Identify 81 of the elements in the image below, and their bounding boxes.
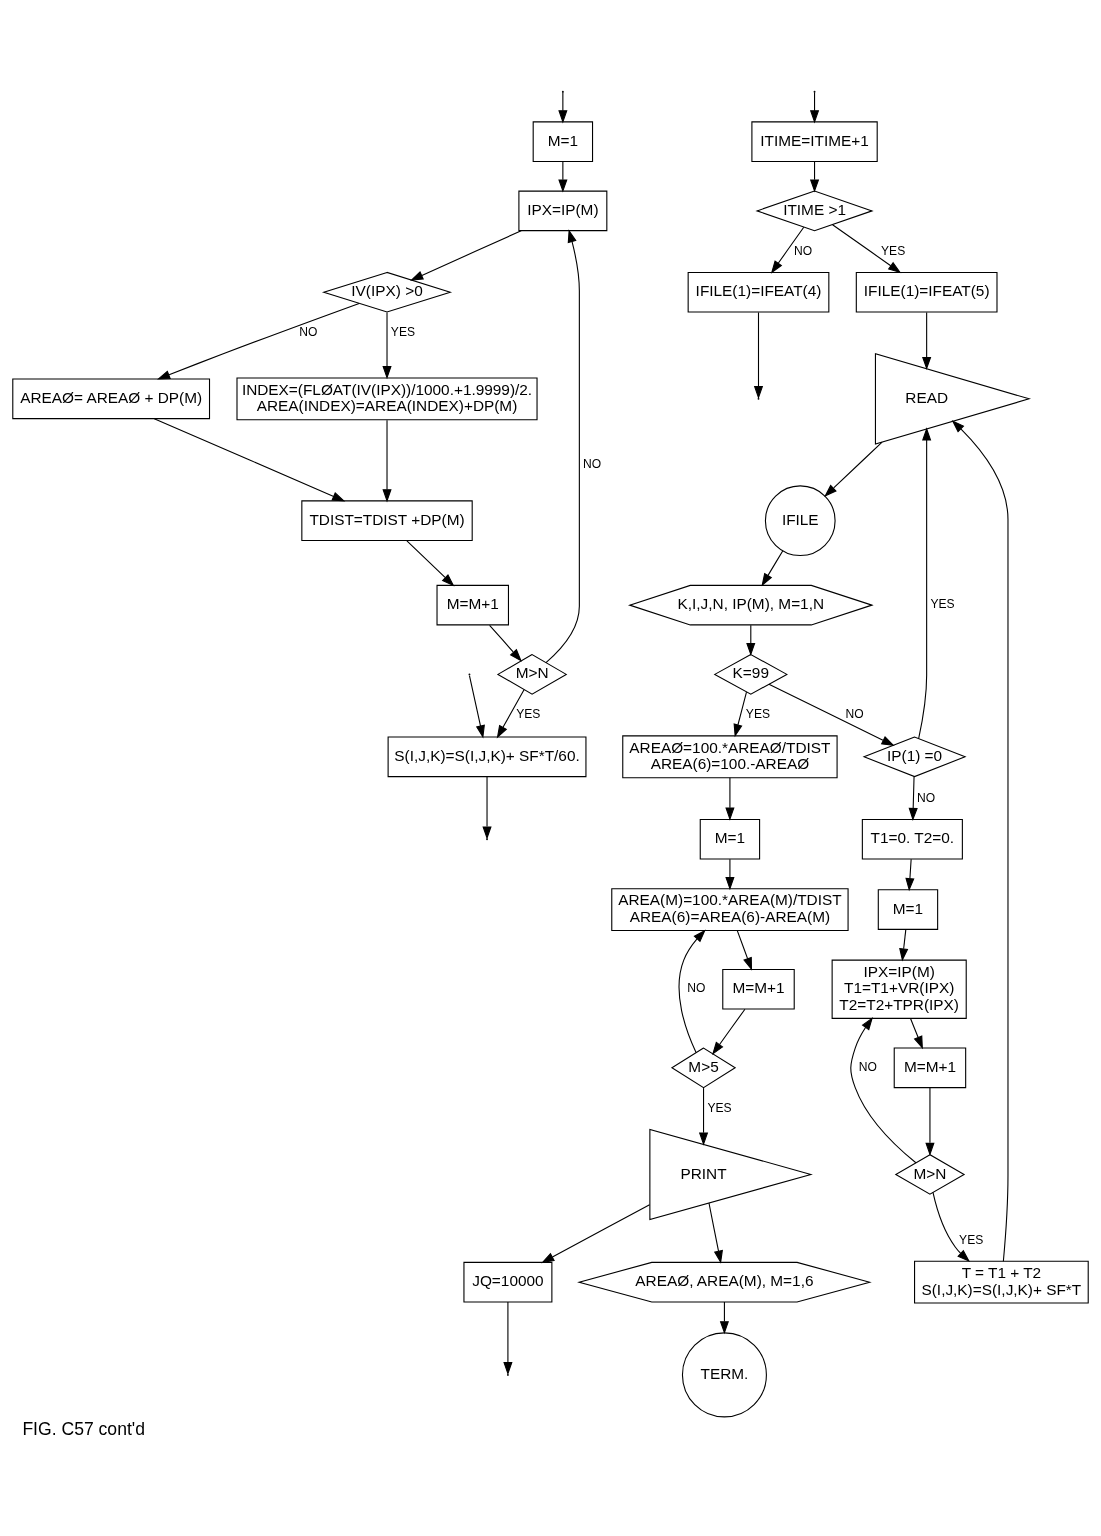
arrow [770, 226, 805, 274]
arrow [708, 1201, 723, 1264]
arrow [768, 683, 895, 746]
node-box: M=M+1 [893, 1047, 967, 1088]
node-diamond: M>N [894, 1153, 966, 1195]
arrow [156, 302, 360, 379]
node-box: S(I,J,K)=S(I,J,K)+ SF*T/60. [387, 735, 587, 777]
arrow [725, 776, 735, 821]
node-diamond: K=99 [713, 653, 788, 695]
node-box: M=1 [532, 120, 594, 162]
node-diamond: ITIME >1 [755, 190, 874, 231]
arrow [910, 1017, 923, 1049]
node-box: IPX=IP(M) [518, 190, 608, 231]
arrow [736, 929, 753, 971]
edge-label: YES [707, 1100, 732, 1115]
arrow [410, 229, 522, 281]
arrow [406, 539, 455, 586]
arrow [678, 929, 706, 1053]
arrow [725, 858, 735, 890]
node-box: IFILE(1)=IFEAT(5) [855, 271, 998, 313]
node-box: M=1 [877, 888, 939, 930]
edge-label: YES [930, 596, 955, 611]
arrow [698, 1087, 709, 1146]
node-box: AREA(M)=100.*AREA(M)/TDIST AREA(6)=AREA(6)-AREA(M) [611, 887, 849, 931]
node-box: M=M+1 [436, 584, 509, 625]
node-circle: TERM. [681, 1331, 767, 1417]
arrow [712, 1008, 746, 1055]
node-box: ITIME=ITIME+1 [751, 120, 878, 162]
arrow [541, 1203, 651, 1263]
arrow [719, 1301, 730, 1334]
arrow [482, 775, 492, 840]
arrow [545, 228, 580, 663]
arrow [558, 91, 568, 123]
caption: FIG. C57 cont'd [22, 1418, 145, 1439]
arrow [922, 311, 932, 370]
arrow [761, 549, 784, 586]
node-box: INDEX=(FLØAT(IV(IPX))/1000.+1.9999)/2. AREA(INDEX)=AREA(INDEX)+DP(M) [236, 376, 538, 420]
arrow [153, 417, 346, 501]
edge-label: YES [881, 243, 906, 258]
node-box: AREAØ= AREAØ + DP(M) [12, 378, 211, 419]
edge-label: NO [917, 790, 936, 805]
node-diamond: M>N [496, 653, 568, 695]
edge-label: YES [390, 324, 416, 339]
arrow [489, 624, 522, 662]
node-box: AREAØ=100.*AREAØ/TDIST AREA(6)=100.-AREAØ [622, 734, 838, 778]
arrow [908, 775, 918, 821]
arrow [503, 1301, 513, 1375]
arrow [899, 928, 909, 962]
edge-label: NO [687, 980, 706, 995]
arrow [824, 441, 883, 497]
edge-label: NO [793, 243, 813, 258]
arrow [918, 426, 932, 739]
arrow [832, 223, 902, 273]
edge-label: NO [299, 324, 318, 339]
node-box: T1=0. T2=0. [861, 818, 963, 860]
edge-label: NO [582, 456, 602, 471]
edge-label: NO [858, 1059, 877, 1074]
edge-label: YES [516, 706, 541, 721]
arrow [733, 691, 747, 737]
node-box: M=1 [699, 818, 761, 860]
node-box: M=M+1 [722, 968, 795, 1010]
arrow [382, 419, 392, 502]
arrow [746, 624, 756, 656]
arrow [850, 1016, 917, 1163]
arrow [932, 1191, 971, 1262]
arrow [496, 688, 525, 738]
edge-label: YES [959, 1232, 984, 1246]
edge-label: YES [745, 706, 771, 721]
arrow [905, 858, 915, 891]
node-box: IFILE(1)=IFEAT(4) [687, 271, 830, 313]
arrow [558, 160, 568, 193]
arrow [925, 1087, 935, 1156]
node-box: TDIST=TDIST +DP(M) [301, 499, 473, 541]
edge-label: NO [845, 706, 864, 721]
arrow [468, 674, 485, 738]
arrow [951, 419, 1009, 1262]
node-box: T = T1 + T2 S(I,J,K)=S(I,J,K)+ SF*T [914, 1260, 1089, 1304]
arrow [382, 311, 392, 379]
node-diamond: M>5 [670, 1046, 737, 1088]
node-box: IPX=IP(M) T1=T1+VR(IPX) T2=T2+TPR(IPX) [831, 959, 967, 1019]
node-box: JQ=10000 [463, 1261, 553, 1302]
